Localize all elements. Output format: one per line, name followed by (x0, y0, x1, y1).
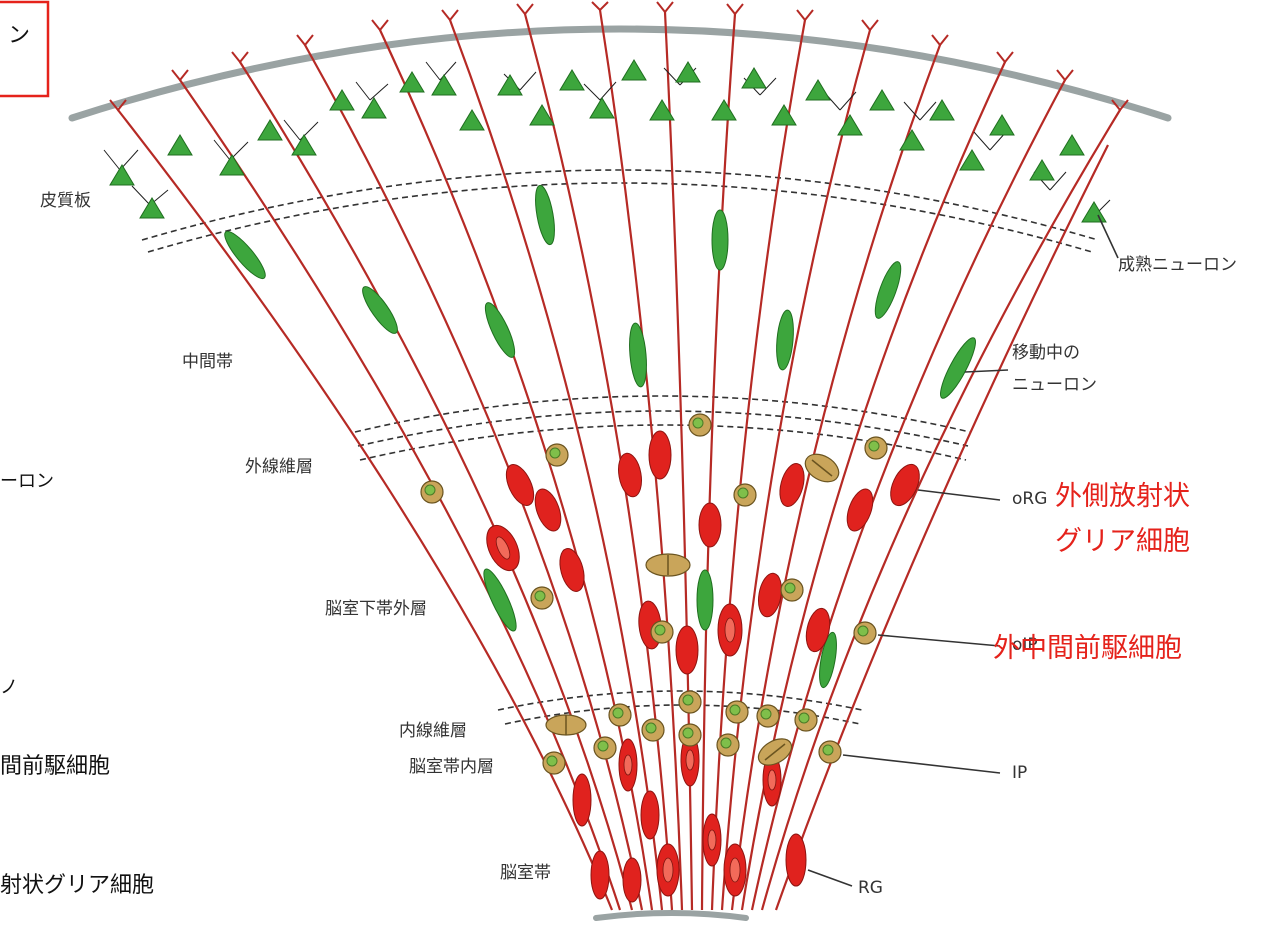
label-intermediate-zone: 中間帯 (182, 352, 233, 372)
label-inner-fiber-layer: 内線維層 (399, 721, 467, 741)
label-IP: IP (1012, 763, 1027, 783)
migrating-neurons (224, 184, 976, 689)
leader-RG (807, 869, 853, 887)
label-vz: 脳室帯 (500, 863, 551, 883)
box-text: ン (8, 23, 30, 48)
leader-mature-neuron (1097, 214, 1119, 259)
ventricular-surface (593, 910, 749, 921)
label-osvz: 脳室下帯外層 (325, 599, 427, 619)
fragment-neuron: ーロン (0, 471, 54, 492)
fragment-ip: 間前駆細胞 (0, 754, 110, 779)
cortical-plate-boundary-1 (141, 169, 1099, 241)
fragment-rg: 射状グリア細胞 (0, 873, 154, 898)
label-RG: RG (858, 878, 883, 898)
annotation-orG-line2: グリア細胞 (1055, 526, 1190, 557)
label-oRG: oRG (1012, 489, 1047, 509)
leader-IP (842, 754, 1001, 774)
pial-surface (68, 25, 1172, 122)
annotation-box (0, 0, 50, 98)
fragment-small: ノ (0, 677, 18, 698)
cortical-plate-boundary-2 (147, 182, 1093, 253)
leader-oIP (877, 634, 1001, 647)
radial-glia-cells (486, 430, 920, 903)
annotation-oIP: 外中間前駆細胞 (993, 633, 1182, 664)
leader-oRG (917, 489, 1001, 501)
mature-neurons (103, 59, 1111, 223)
annotation-orG-line1: 外側放射状 (1055, 481, 1190, 512)
label-mature-neuron: 成熟ニューロン (1118, 254, 1237, 275)
pial-end-feet (109, 1, 1129, 112)
leader-migrating-neuron (964, 369, 1009, 373)
outer-fiber-boundary-1 (354, 395, 971, 433)
label-cortical-plate: 皮質板 (40, 191, 91, 211)
inner-fiber-boundary-1 (497, 690, 863, 711)
intermediate-progenitors (420, 413, 888, 775)
label-isvz: 脳室帯内層 (409, 757, 494, 777)
label-outer-fiber-layer: 外線維層 (245, 457, 313, 477)
label-oIP: oIP (1012, 635, 1038, 655)
label-migrating-neuron-2: ニューロン (1012, 375, 1097, 395)
label-migrating-neuron-1: 移動中の (1012, 343, 1080, 363)
